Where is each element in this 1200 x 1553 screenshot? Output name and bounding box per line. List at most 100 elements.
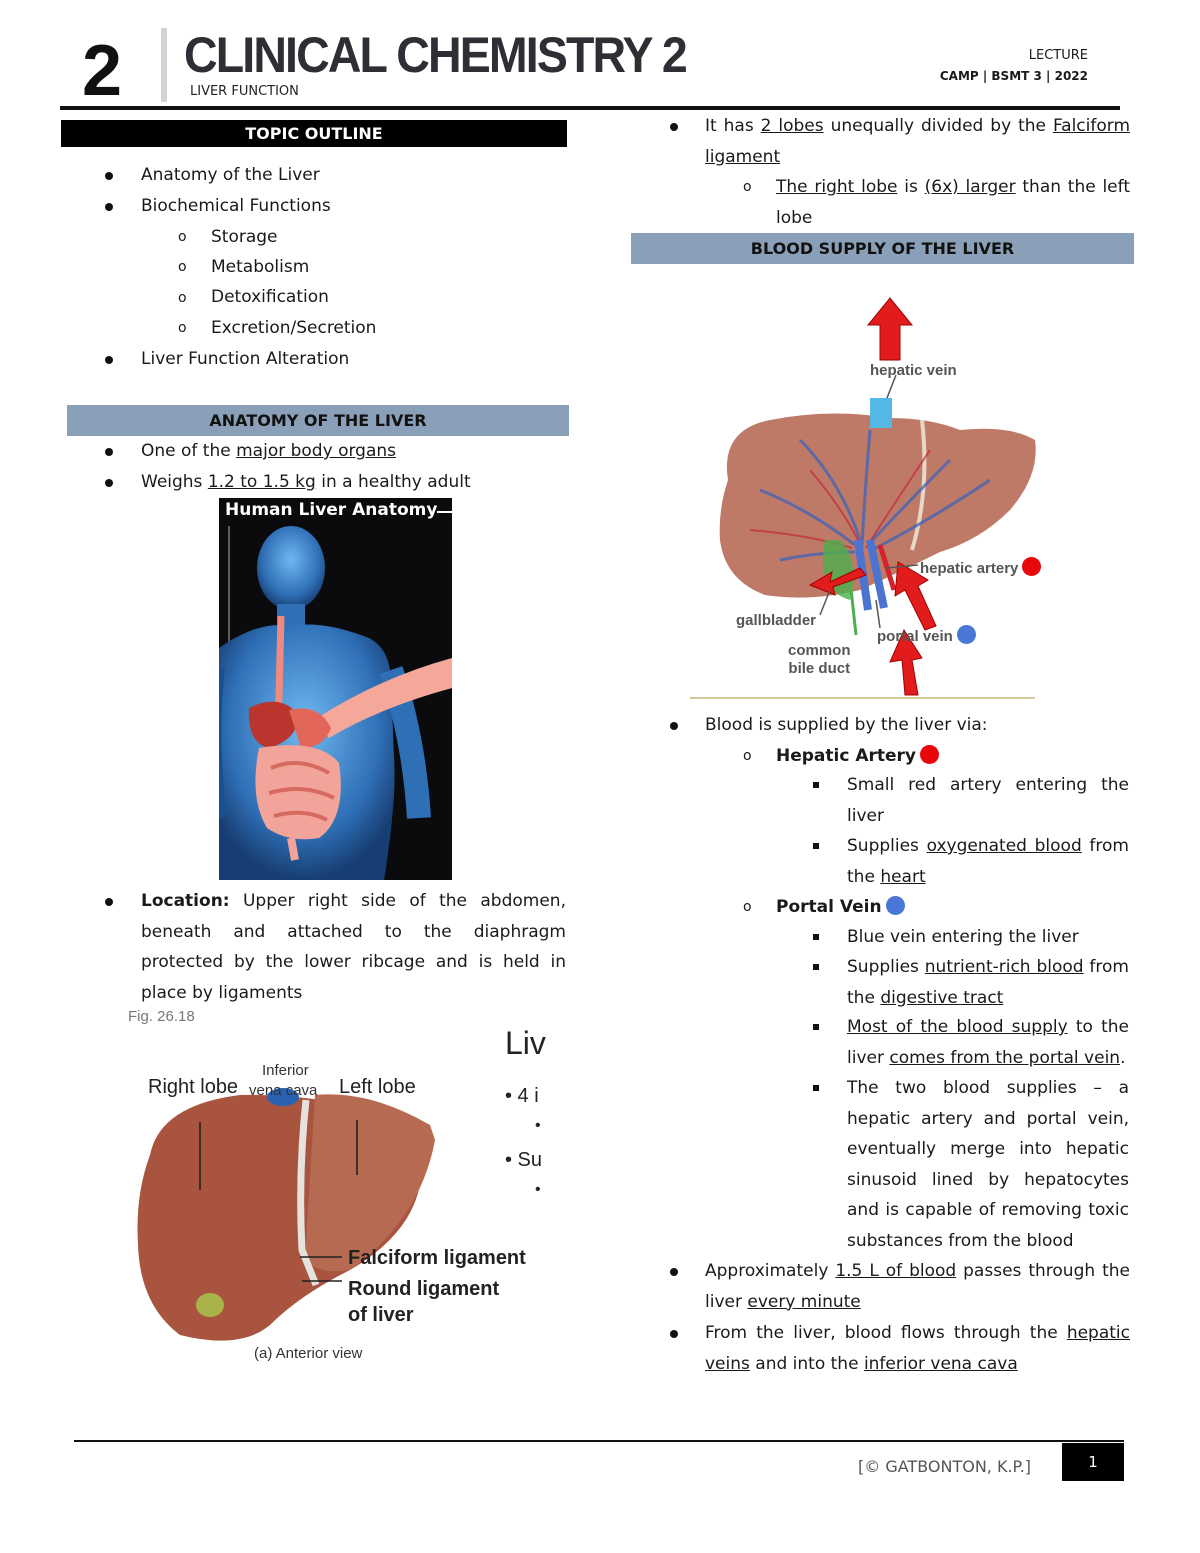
sub-bullet: o <box>743 179 752 195</box>
square-bullet <box>813 1085 819 1091</box>
text-fragment: in a healthy adult <box>315 472 471 492</box>
text-fragment: . <box>1120 1047 1126 1068</box>
red-dot-icon <box>920 745 940 764</box>
slide-bullet-cropped: • <box>535 1117 541 1134</box>
human-liver-anatomy-figure: Human Liver Anatomy <box>219 498 452 880</box>
text-fragment: unequally divided by the <box>823 116 1053 136</box>
text-fragment: Supplies <box>847 957 925 977</box>
bold-label: Hepatic Artery <box>776 746 917 766</box>
slide-bullet-cropped: • Su <box>505 1149 543 1171</box>
text-fragment: One of the <box>141 441 237 461</box>
gallbladder-label: gallbladder <box>736 612 817 629</box>
square-bullet <box>813 843 819 849</box>
anatomy-point-weight: Weighs 1.2 to 1.5 kg in a healthy adult <box>141 467 471 498</box>
square-bullet <box>813 964 819 970</box>
lobes-point: It has 2 lobes unequally divided by the … <box>705 111 1130 172</box>
bullet <box>105 203 113 211</box>
ivc-label-2: vena cava <box>249 1082 318 1099</box>
round-ligament-label: Round ligament <box>348 1278 500 1300</box>
outline-subitem: Detoxification <box>211 287 329 307</box>
text-fragment: Weighs <box>141 472 208 492</box>
portal-vein-heading: Portal Vein <box>776 892 905 923</box>
blue-dot-icon <box>956 625 976 644</box>
text-fragment: is <box>897 177 925 197</box>
anatomy-point-location: Location: Upper right side of the abdome… <box>141 886 566 1008</box>
hepatic-vein-label: hepatic vein <box>870 362 957 379</box>
text-fragment: than the left lobe <box>776 177 1130 228</box>
figure-caption: Fig. 26.18 <box>128 1008 195 1025</box>
lobes-subpoint: The right lobe is (6x) larger than the l… <box>776 172 1130 233</box>
bullet <box>105 479 113 487</box>
bullet <box>105 448 113 456</box>
underlined-term: Falciform ligament <box>705 116 1131 167</box>
human-body-illustration <box>219 526 452 880</box>
slide-title-cropped: Liv <box>505 1025 546 1061</box>
underlined-term: 1.2 to 1.5 kg <box>207 472 316 492</box>
underlined-term: nutrient-rich blood <box>924 957 1084 977</box>
sub-bullet: o <box>178 229 187 245</box>
label-text: common <box>788 642 851 659</box>
underlined-term: 1.5 L of blood <box>835 1261 957 1281</box>
bullet <box>105 898 113 906</box>
underlined-term: heart <box>880 866 926 887</box>
underlined-term: oxygenated blood <box>926 836 1082 856</box>
document-title: CLINICAL CHEMISTRY 2 <box>184 27 688 83</box>
red-dot-icon <box>1022 557 1042 576</box>
view-caption: (a) Anterior view <box>254 1345 363 1362</box>
portal-point-4: The two blood supplies – a hepatic arter… <box>847 1078 1129 1251</box>
outline-subitem: Storage <box>211 227 278 247</box>
outline-subitem: Metabolism <box>211 257 310 277</box>
ivc-label-1: Inferior <box>262 1062 309 1079</box>
portal-point-3: Most of the blood supply to the liver co… <box>847 1012 1129 1073</box>
outline-item: Liver Function Alteration <box>141 349 350 369</box>
slide-bullet-cropped: • 4 i <box>505 1085 539 1107</box>
header-rule <box>60 106 1120 110</box>
text-fragment: Upper right side of the abdomen, beneath… <box>141 891 566 1003</box>
portal-point-2: Supplies nutrient-rich blood from the di… <box>847 952 1129 1013</box>
artery-point-1: Small red artery entering the liver <box>847 775 1129 826</box>
underlined-term: every minute <box>747 1291 861 1312</box>
sub-bullet: o <box>178 320 187 336</box>
footer-rule <box>74 1440 1124 1442</box>
text-fragment: passes through the liver <box>705 1261 1130 1312</box>
square-bullet <box>813 782 819 788</box>
bullet <box>670 722 678 730</box>
lecture-label: LECTURE <box>1028 48 1088 63</box>
falciform-ligament-label: Falciform ligament <box>348 1247 526 1269</box>
topic-outline-heading: TOPIC OUTLINE <box>61 120 567 147</box>
blue-dot-icon <box>885 896 905 915</box>
slide-bullet-cropped: • <box>535 1181 541 1198</box>
bullet <box>105 356 113 364</box>
right-lobe-label: Right lobe <box>148 1076 239 1098</box>
document-subtitle: LIVER FUNCTION <box>190 84 299 99</box>
bullet <box>105 172 113 180</box>
bold-label: Portal Vein <box>776 897 882 917</box>
text-fragment: to the liver <box>847 1017 1129 1068</box>
underlined-term: digestive tract <box>880 987 1004 1008</box>
sub-bullet: o <box>743 899 752 915</box>
blood-intro: Blood is supplied by the liver via: <box>705 715 988 735</box>
hepatic-artery-label: hepatic artery <box>920 557 1042 577</box>
underlined-term: major body organs <box>236 441 396 461</box>
underlined-term: 2 lobes <box>760 116 824 136</box>
label-text: hepatic artery <box>920 560 1019 577</box>
common-bile-duct-label: common bile duct <box>788 642 851 678</box>
anatomy-heading: ANATOMY OF THE LIVER <box>67 405 569 436</box>
blood-flow-point: From the liver, blood flows through the … <box>705 1318 1130 1379</box>
figure-title: Human Liver Anatomy <box>225 500 438 520</box>
outline-item: Anatomy of the Liver <box>141 165 320 185</box>
text-fragment: From the liver, blood flows through the <box>705 1323 1067 1343</box>
blood-supply-heading: BLOOD SUPPLY OF THE LIVER <box>631 233 1134 264</box>
page-number: 1 <box>1062 1443 1124 1481</box>
underlined-term: Most of the blood supply <box>847 1017 1068 1037</box>
square-bullet <box>813 934 819 940</box>
sub-bullet: o <box>743 748 752 764</box>
underlined-term: The right lobe <box>776 177 898 197</box>
bullet <box>670 1268 678 1276</box>
header-divider <box>161 28 167 102</box>
portal-vein-label: portal vein <box>877 625 976 645</box>
underlined-term: (6x) larger <box>924 177 1016 197</box>
square-bullet <box>813 1024 819 1030</box>
liver-blood-supply-diagram: hepatic vein hepatic artery gallbladder … <box>690 290 1060 705</box>
text-fragment: from the <box>847 957 1129 1008</box>
